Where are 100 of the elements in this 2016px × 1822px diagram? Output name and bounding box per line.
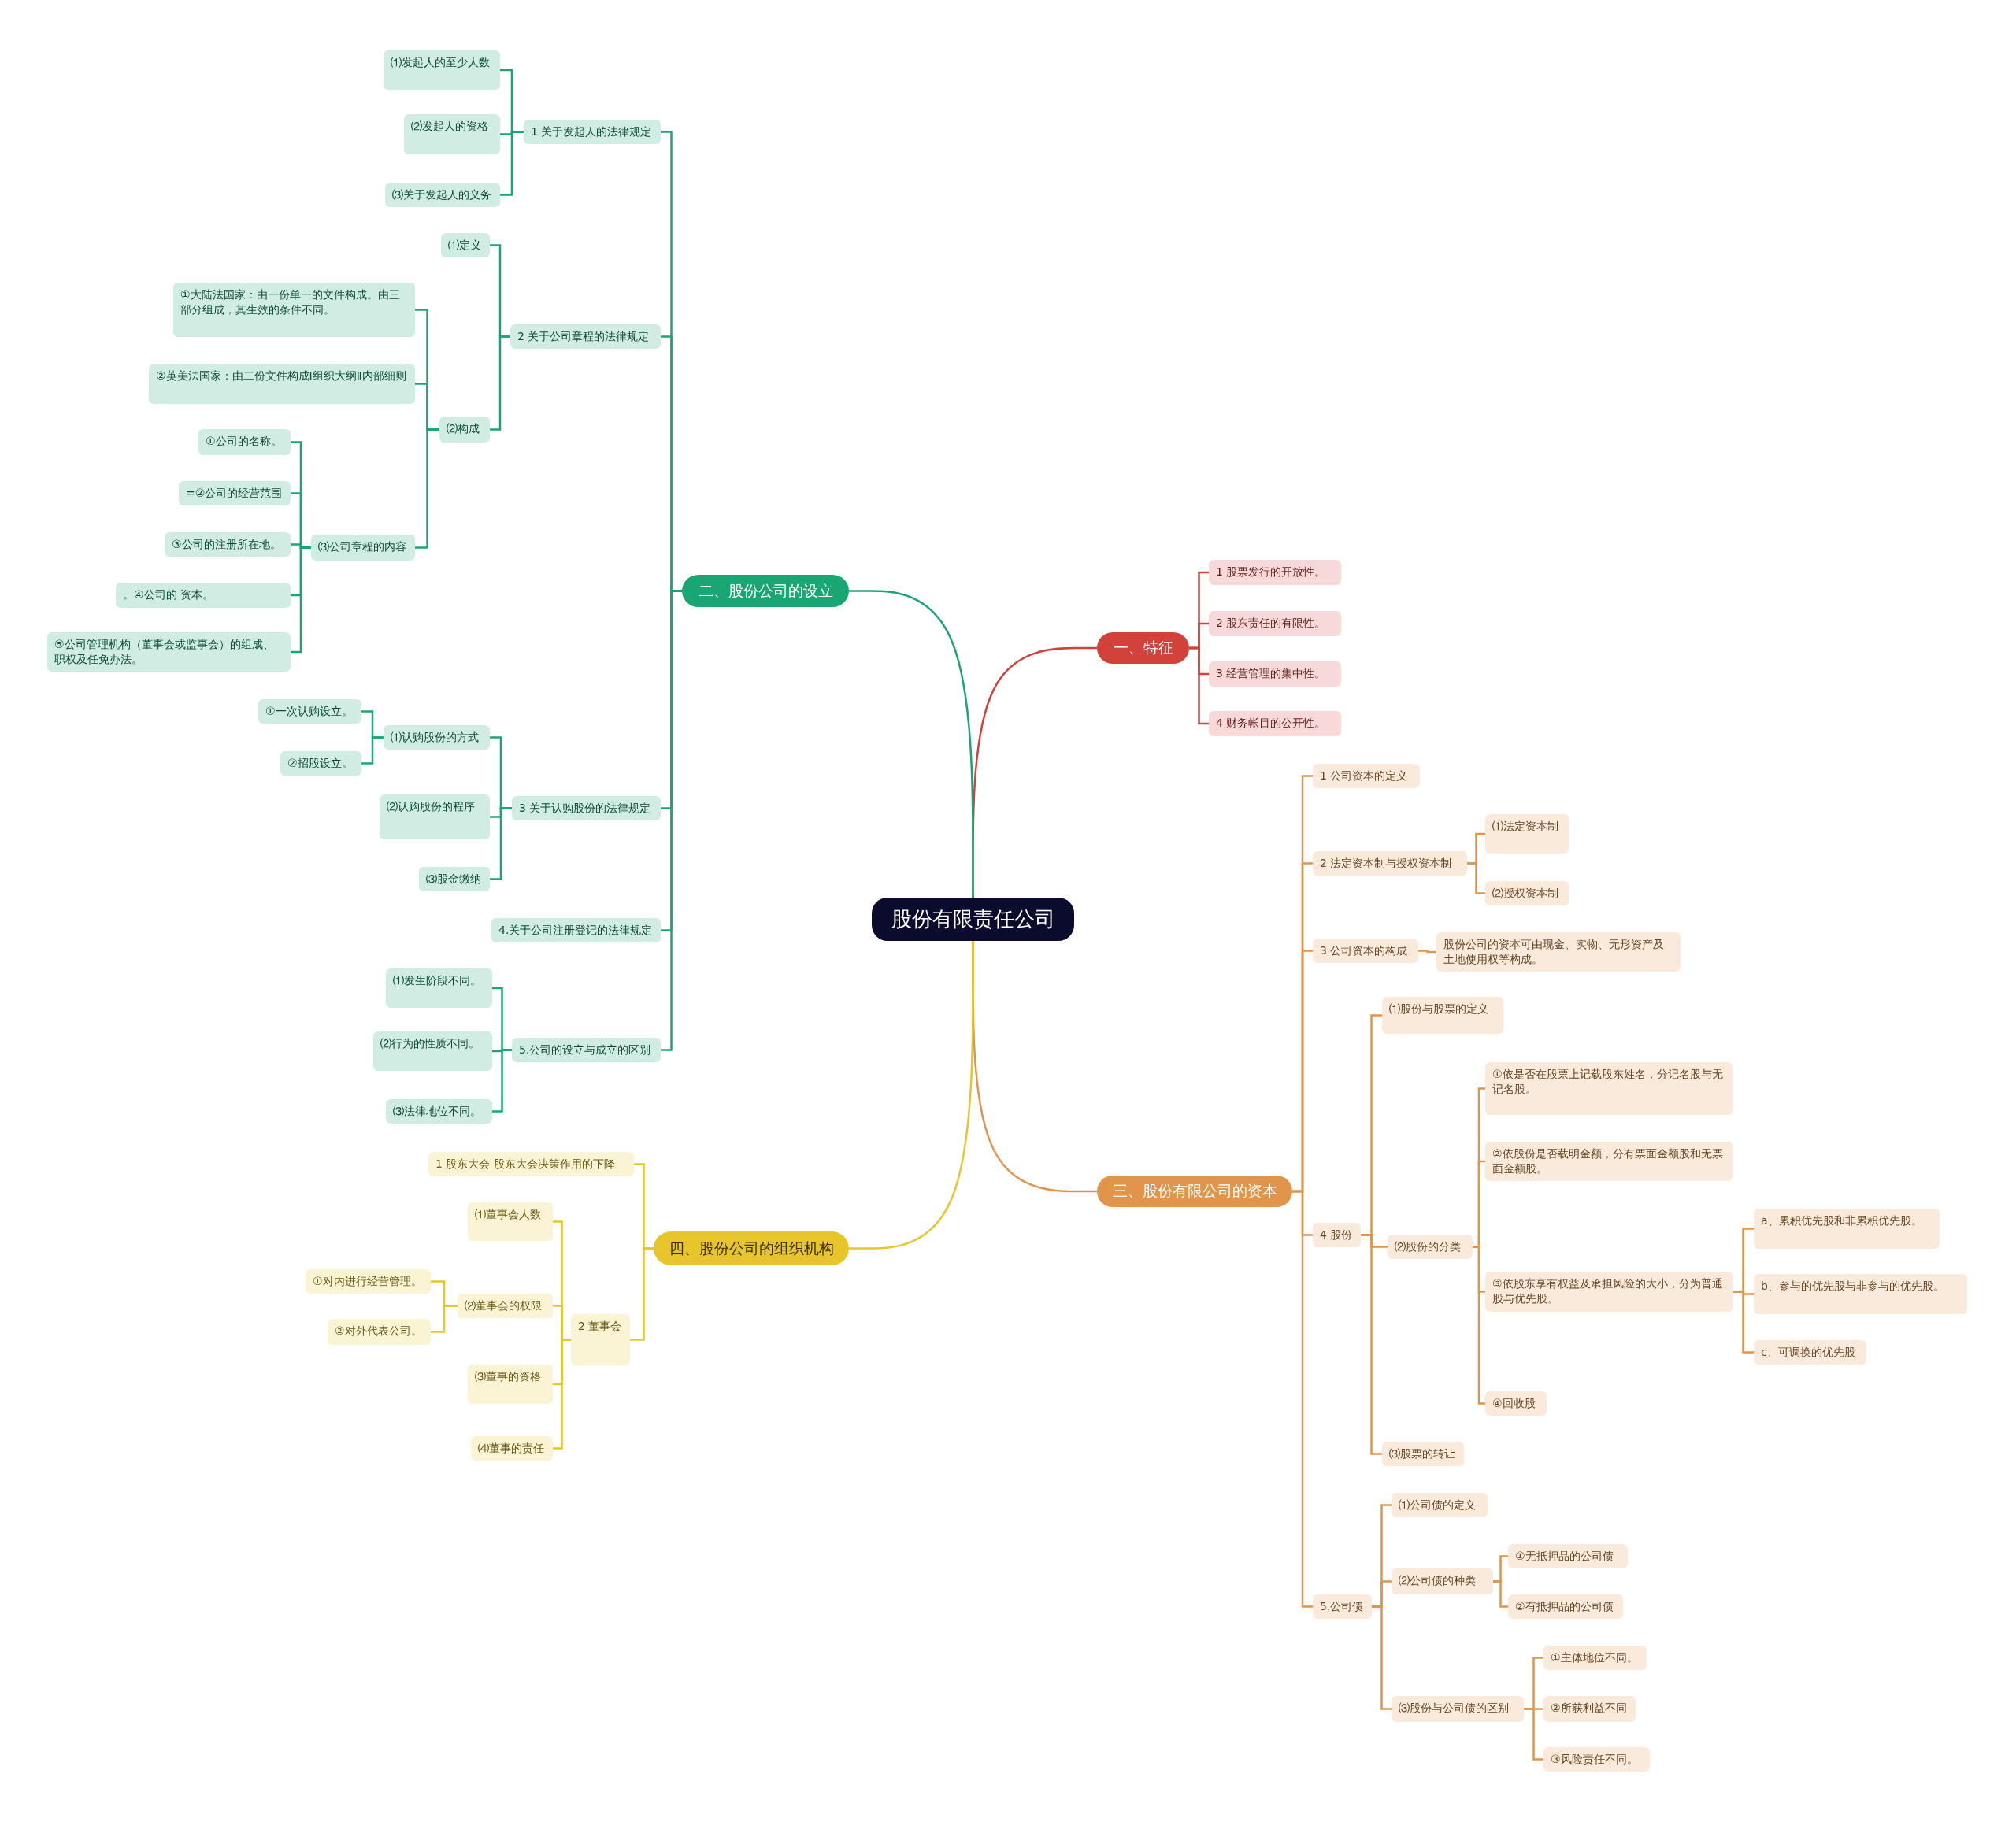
topic-text: 4 股份 <box>1320 1228 1354 1242</box>
topic-card <box>1754 1209 1940 1249</box>
connector-line <box>1189 646 1209 725</box>
topic-text: 4.关于公司注册登记的法律规定 <box>498 923 654 938</box>
topic-card <box>1508 1594 1623 1619</box>
topic-card <box>1392 1568 1493 1594</box>
topic-text: ②对外代表公司。 <box>335 1324 423 1339</box>
topic-card <box>428 1152 634 1176</box>
topic-text: ⑴股份与股票的定义 <box>1389 1002 1489 1017</box>
topic-card <box>524 120 661 144</box>
topic-card <box>1209 711 1341 736</box>
topic-text: ⑴发生阶段不同。 <box>393 973 482 988</box>
connector-line <box>849 941 974 1250</box>
topic-text: ②英美法国家：由二份文件构成Ⅰ组织大纲Ⅱ内部细则 <box>156 368 407 383</box>
topic-card <box>384 50 500 90</box>
topic-text: 1 关于发起人的法律规定 <box>531 124 653 139</box>
topic-text: ⑴定义 <box>448 238 482 253</box>
topic-text: ③依股东享有权益及承担风险的大小，分为普通股与优先股。 <box>1492 1276 1724 1306</box>
topic-text: ⑶公司章程的内容 <box>318 539 407 554</box>
topic-card <box>1313 764 1420 788</box>
topic-text: ②所获利益不同 <box>1551 1701 1628 1716</box>
topic-card <box>491 918 661 942</box>
topic-text: ⑶股金缴纳 <box>426 872 482 887</box>
topic-text: ⑷董事的责任 <box>478 1441 545 1456</box>
topic-card <box>1544 1696 1636 1722</box>
topic-text: ①大陆法国家：由一份单一的文件构成。由三部分组成，其生效的条件不同。 <box>180 287 401 317</box>
topic-text: 1 股票发行的开放性。 <box>1216 565 1327 580</box>
topic-text: ⑤公司管理机构（董事会或监事会）的组成、职权及任免办法。 <box>54 637 275 667</box>
connector-line <box>490 807 512 880</box>
topic-text: 1 公司资本的定义 <box>1320 768 1409 783</box>
topic-text: ③风险责任不同。 <box>1551 1752 1639 1767</box>
topic-text: ⑵董事会的权限 <box>465 1298 543 1313</box>
topic-text: 三、股份有限公司的资本 <box>1112 1181 1277 1202</box>
connector-line <box>490 335 510 431</box>
topic-card <box>173 283 415 337</box>
topic-card <box>1392 1696 1524 1722</box>
topic-text: ⑴公司债的定义 <box>1399 1498 1477 1513</box>
connector-line <box>1418 950 1436 954</box>
topic-card <box>1485 1142 1732 1181</box>
topic-card <box>179 481 291 505</box>
topic-card <box>385 183 500 207</box>
central-topic <box>872 898 1074 941</box>
topic-card <box>512 796 661 820</box>
topic-card <box>1388 1235 1473 1259</box>
topic-card <box>510 324 661 349</box>
topic-text: ⑴发起人的至少人数 <box>391 55 491 70</box>
topic-text: 2 股东责任的有限性。 <box>1216 616 1327 631</box>
topic-text: ③公司的注册所在地。 <box>172 537 282 552</box>
connector-line <box>361 736 384 765</box>
topic-card <box>280 751 361 776</box>
topic-text: 四、股份公司的组织机构 <box>669 1238 834 1258</box>
topic-card <box>165 532 291 557</box>
topic-text: 3 公司资本的构成 <box>1320 943 1409 958</box>
topic-card <box>404 114 500 154</box>
topic-text: 2 法定资本制与授权资本制 <box>1320 856 1453 871</box>
topic-card <box>306 1269 431 1294</box>
topic-card <box>1209 661 1341 687</box>
branch-topic <box>1097 1176 1292 1207</box>
branch-topic <box>682 575 849 607</box>
topic-card <box>471 1436 553 1461</box>
topic-card <box>311 535 415 561</box>
topic-card <box>1209 611 1341 636</box>
topic-text: ⑶关于发起人的义务 <box>392 187 492 202</box>
topic-card <box>1508 1544 1628 1568</box>
connector-line <box>415 428 439 549</box>
connector-line <box>1732 1291 1754 1354</box>
topic-text: 。④公司的 资本。 <box>123 587 214 602</box>
topic-card <box>386 1099 492 1124</box>
topic-card <box>1313 1594 1372 1619</box>
topic-card <box>1313 851 1467 876</box>
topic-text: ⑵股份的分类 <box>1395 1239 1462 1254</box>
topic-text: ⑶董事的资格 <box>475 1369 542 1384</box>
topic-text: ①一次认购设立。 <box>265 704 354 719</box>
topic-card <box>373 1031 492 1071</box>
topic-text: 5.公司债 <box>1320 1599 1365 1614</box>
topic-card <box>1544 1646 1647 1670</box>
topic-text: ⑵发起人的资格 <box>411 119 489 134</box>
topic-text: ⑵行为的性质不同。 <box>380 1036 480 1051</box>
topic-text: 二、股份公司的设立 <box>698 580 833 601</box>
topic-card <box>1485 1062 1732 1115</box>
topic-card <box>1544 1747 1650 1772</box>
topic-card <box>1392 1493 1488 1517</box>
topic-text: =②公司的经营范围 <box>186 486 284 501</box>
topic-card <box>328 1319 431 1345</box>
topic-card <box>419 867 490 891</box>
topic-card <box>1754 1274 1967 1314</box>
topic-text: 股份有限责任公司 <box>891 905 1055 932</box>
topic-text: ⑵构成 <box>447 421 480 436</box>
topic-text: 股份公司的资本可由现金、实物、无形资产及土地使用权等构成。 <box>1443 937 1665 967</box>
topic-text: ⑶法律地位不同。 <box>393 1104 482 1119</box>
topic-card <box>1382 997 1503 1034</box>
topic-text: 3 关于认购股份的法律规定 <box>519 801 652 816</box>
topic-text: a、累积优先股和非累积优先股。 <box>1761 1213 1923 1228</box>
topic-text: ⑶股份与公司债的区别 <box>1399 1701 1510 1716</box>
branch-topic <box>1097 632 1189 664</box>
topic-text: ①对内进行经营管理。 <box>313 1274 423 1289</box>
connector-line <box>492 1049 512 1113</box>
topic-card <box>439 417 490 443</box>
connector-line <box>1524 1708 1544 1761</box>
topic-card <box>441 233 490 257</box>
